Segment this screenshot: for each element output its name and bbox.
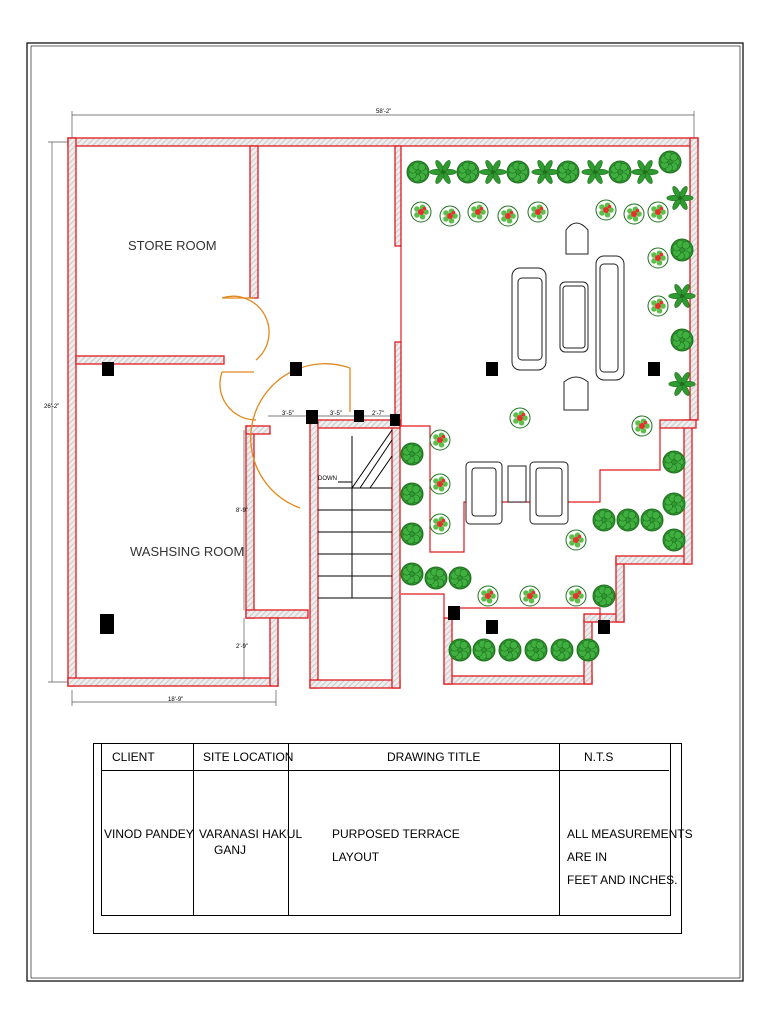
flower-pot-icon: [429, 429, 451, 451]
palm-icon: [668, 372, 696, 396]
flower-pot-icon: [439, 205, 461, 227]
flower-pot-icon: [595, 199, 617, 221]
stair-direction-label: DOWN: [318, 476, 337, 482]
shrub-icon: [662, 492, 686, 516]
terrace-plants: [400, 150, 696, 662]
walls: [67, 137, 699, 689]
shrub-icon: [400, 442, 424, 466]
sheet-outer-border: [26, 42, 744, 982]
columns: [100, 362, 660, 634]
flower-pot-icon: [565, 585, 587, 607]
palm-icon: [531, 160, 559, 184]
dim-wash-width: 18'-9": [168, 697, 184, 703]
shrub-icon: [662, 528, 686, 552]
site-location-line-1: VARANASI HAKUL: [199, 827, 303, 841]
shrub-icon: [592, 584, 616, 608]
title-block-outer: [93, 743, 682, 934]
flower-pot-icon: [410, 201, 432, 223]
flower-pot-icon: [631, 415, 653, 437]
dim-door-gap-3: 2'-7": [372, 411, 384, 417]
shrub-icon: [576, 638, 600, 662]
shrub-icon: [400, 482, 424, 506]
palm-icon: [668, 284, 696, 308]
shrub-icon: [640, 508, 664, 532]
dimension-lines: [48, 111, 695, 706]
shrub-icon: [658, 150, 682, 174]
flower-pot-icon: [647, 247, 669, 269]
palm-icon: [479, 160, 507, 184]
dim-door-gap-1: 3'-5": [282, 411, 294, 417]
note-line-2: ARE IN: [567, 850, 608, 864]
shrub-icon: [472, 638, 496, 662]
title-block-header-row: [101, 743, 669, 771]
shrub-icon: [506, 160, 530, 184]
sheet-inner-border: [30, 45, 741, 979]
title-block-inner: [101, 743, 671, 916]
flower-pot-icon: [477, 585, 499, 607]
client-name: VINOD PANDEY: [104, 827, 194, 841]
shrub-icon: [524, 638, 548, 662]
flower-pot-icon: [519, 585, 541, 607]
shrub-icon: [592, 508, 616, 532]
palm-icon: [429, 160, 457, 184]
washing-room-label: WASHSING ROOM: [130, 544, 245, 559]
title-block-divider-2: [288, 743, 289, 915]
palm-icon: [581, 160, 609, 184]
flower-pot-icon: [467, 201, 489, 223]
planter-edges: [400, 246, 661, 620]
shrub-icon: [406, 160, 430, 184]
shrub-icon: [400, 562, 424, 586]
flower-pot-icon: [509, 407, 531, 429]
note-line-3: FEET AND INCHES.: [567, 873, 678, 887]
palm-icon: [666, 186, 694, 210]
dim-overall-width: 58'-2": [376, 109, 392, 115]
flower-pot-icon: [429, 473, 451, 495]
shrub-icon: [550, 638, 574, 662]
shrub-icon: [448, 566, 472, 590]
shrub-icon: [448, 638, 472, 662]
dim-stair-height: 8'-9": [236, 508, 248, 514]
staircase: [318, 429, 393, 599]
flower-pot-icon: [497, 205, 519, 227]
title-block-divider-3: [559, 743, 560, 915]
shrub-icon: [424, 566, 448, 590]
header-client: CLIENT: [112, 750, 155, 764]
header-drawing-title: DRAWING TITLE: [387, 750, 481, 764]
shrub-icon: [608, 160, 632, 184]
palm-icon: [631, 160, 659, 184]
title-block-divider-1: [193, 743, 194, 915]
dim-door-gap-2: 3'-5": [330, 411, 342, 417]
header-scale: N.T.S: [584, 750, 614, 764]
flower-pot-icon: [565, 529, 587, 551]
shrub-icon: [662, 450, 686, 474]
furniture: [465, 222, 625, 525]
dim-lower-gap: 2'-9": [236, 644, 248, 650]
flower-pot-icon: [429, 513, 451, 535]
flower-pot-icon: [647, 295, 669, 317]
shrub-icon: [616, 508, 640, 532]
shrub-icon: [556, 160, 580, 184]
flower-pot-icon: [623, 203, 645, 225]
shrub-icon: [456, 160, 480, 184]
site-location-line-2: GANJ: [214, 843, 247, 857]
flower-pot-icon: [647, 201, 669, 223]
shrub-icon: [670, 238, 694, 262]
shrub-icon: [670, 328, 694, 352]
store-room-label: STORE ROOM: [128, 238, 217, 253]
shrub-icon: [400, 522, 424, 546]
flower-pot-icon: [527, 201, 549, 223]
drawing-title-line-2: LAYOUT: [332, 850, 380, 864]
shrub-icon: [498, 638, 522, 662]
drawing-title-line-1: PURPOSED TERRACE: [332, 827, 460, 841]
dim-overall-depth: 26'-2": [44, 404, 60, 410]
header-site-location: SITE LOCATION: [203, 750, 294, 764]
note-line-1: ALL MEASUREMENTS: [567, 827, 693, 841]
doors: [219, 295, 351, 509]
